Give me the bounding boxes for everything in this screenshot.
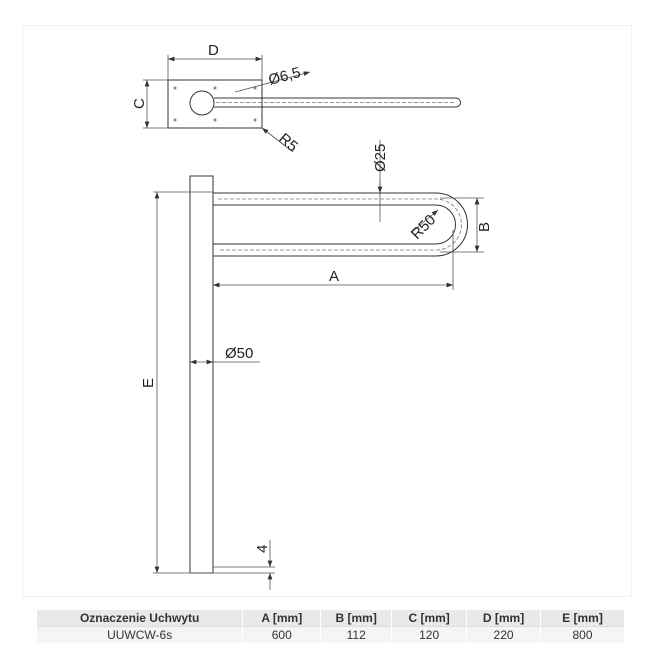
table-header-row: Oznaczenie Uchwytu A [mm] B [mm] C [mm] … (37, 610, 625, 627)
post (189, 175, 214, 574)
cell-A: 600 (242, 626, 322, 643)
dim-D: D (208, 42, 219, 59)
drawing-frame (22, 25, 632, 597)
header-designation: Oznaczenie Uchwytu (37, 610, 244, 627)
cell-C: 120 (391, 626, 468, 643)
side-view: Ø25 R50 B A E Ø50 4 (140, 140, 493, 590)
dim-A: A (329, 268, 339, 285)
table-row: UUWCW-6s 600 112 120 220 800 (37, 626, 625, 643)
header-C: C [mm] (391, 610, 468, 627)
cell-E: 800 (540, 626, 625, 643)
header-B: B [mm] (320, 610, 393, 627)
dimensions-table: Oznaczenie Uchwytu A [mm] B [mm] C [mm] … (37, 610, 625, 643)
mounting-holes (173, 86, 257, 122)
cell-D: 220 (466, 626, 542, 643)
cell-designation: UUWCW-6s (37, 626, 244, 643)
top-view: D C Ø6,5 R5 (131, 42, 461, 155)
dim-R50: R50 (408, 211, 439, 242)
dim-C: C (131, 98, 148, 109)
header-A: A [mm] (242, 610, 322, 627)
dim-E: E (140, 378, 157, 388)
dim-gap: 4 (254, 545, 271, 553)
dim-hole: Ø6,5 (267, 64, 303, 89)
rod-top (214, 97, 461, 108)
technical-drawing: D C Ø6,5 R5 Ø25 R50 B A E Ø50 (131, 42, 493, 590)
header-E: E [mm] (540, 610, 625, 627)
mounting-plate (167, 79, 263, 129)
cell-B: 112 (320, 626, 393, 643)
grab-bar-outer (213, 192, 468, 257)
dim-tube: Ø25 (372, 144, 389, 172)
header-D: D [mm] (466, 610, 542, 627)
dim-R5: R5 (275, 130, 301, 155)
dim-post: Ø50 (225, 345, 253, 362)
grab-bar-inner (213, 204, 456, 245)
tube-socket (189, 90, 215, 116)
dim-B: B (476, 222, 493, 232)
